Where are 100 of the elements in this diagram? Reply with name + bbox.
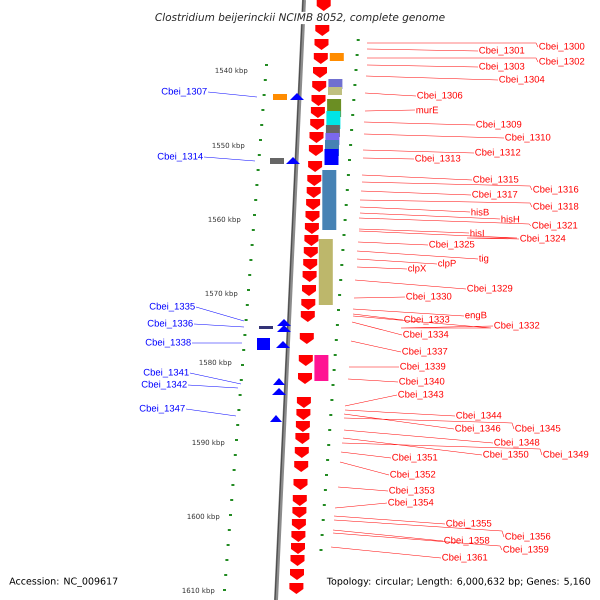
gene-label: clpP — [438, 260, 456, 268]
leader-line — [360, 206, 470, 212]
gene-label: Cbei_1346 — [455, 424, 500, 434]
leader-line — [190, 372, 242, 384]
leader-line — [364, 110, 416, 112]
leader-line — [344, 414, 454, 430]
leader-line — [362, 174, 472, 180]
gene-label: Cbei_1315 — [473, 176, 518, 184]
leader-line — [352, 308, 464, 316]
gene-label: Cbei_1348 — [494, 438, 540, 448]
leader-line — [344, 410, 456, 416]
gene-label: Cbei_1335 — [150, 302, 195, 312]
leader-line — [358, 228, 470, 234]
gene-label: Cbei_1356 — [505, 532, 550, 542]
gene-label: Cbei_1318 — [533, 202, 578, 212]
accession-text: Accession: NC_009617 — [9, 577, 118, 587]
gene-label: Cbei_1353 — [389, 486, 434, 496]
leader-line — [348, 366, 400, 368]
gene-label: murE — [416, 106, 438, 114]
leader-line — [208, 92, 258, 98]
gene-label: Cbei_1339 — [400, 362, 446, 372]
gene-label: Cbei_1312 — [475, 148, 520, 158]
gene-label: Cbei_1352 — [390, 470, 436, 480]
gene-label: Cbei_1307 — [162, 88, 207, 96]
gene-label: Cbei_1321 — [532, 222, 578, 230]
gene-label: Cbei_1340 — [399, 378, 444, 386]
gene-label: Cbei_1304 — [499, 76, 544, 84]
gene-label: Cbei_1349 — [543, 450, 588, 460]
leader-line — [196, 306, 244, 322]
gene-label: Cbei_1310 — [505, 134, 550, 142]
leader-line — [358, 242, 428, 246]
gene-label: Cbei_1301 — [479, 46, 524, 56]
gene-label: Cbei_1325 — [429, 240, 474, 250]
leader-line — [364, 92, 416, 96]
leader-line — [348, 378, 398, 382]
gene-label: Cbei_1359 — [503, 546, 548, 554]
gene-label: Cbei_1336 — [148, 320, 193, 328]
leader-line — [340, 452, 392, 458]
leader-line — [192, 342, 242, 344]
leader-line — [358, 218, 532, 226]
gene-label: tig — [478, 254, 488, 264]
gene-label: Cbei_1314 — [158, 152, 203, 162]
leader-line — [354, 280, 466, 290]
leader-line — [334, 516, 446, 524]
gene-label: Cbei_1309 — [476, 120, 522, 130]
gene-label: Cbei_1354 — [388, 498, 434, 508]
leader-line — [364, 134, 504, 138]
gene-label: Cbei_1338 — [146, 338, 191, 348]
gene-label: Cbei_1317 — [472, 190, 518, 200]
leader-line — [366, 64, 478, 68]
gene-label: Cbei_1303 — [479, 62, 524, 72]
gene-label: Cbei_1316 — [533, 186, 578, 194]
leader-line — [332, 530, 444, 542]
gene-label: Cbei_1332 — [494, 322, 540, 330]
gene-label: Cbei_1324 — [520, 234, 566, 244]
leader-line — [352, 322, 402, 336]
gene-label: Cbei_1334 — [403, 330, 448, 340]
gene-label: Cbei_1341 — [144, 368, 189, 378]
leader-line — [362, 150, 474, 154]
gene-label: Cbei_1313 — [415, 154, 460, 164]
gene-label: Cbei_1330 — [406, 292, 452, 302]
leader-line — [330, 546, 442, 558]
genome-info-text: Topology: circular; Length: 6,000,632 bp; Genes: 5,160 — [326, 577, 590, 587]
leader-line — [344, 394, 398, 406]
gene-label: hisI — [470, 230, 484, 236]
leader-line — [362, 182, 532, 190]
leader-line — [352, 314, 404, 320]
gene-label: Cbei_1350 — [483, 450, 528, 460]
gene-label: hisB — [471, 208, 489, 216]
leader-line — [364, 122, 476, 126]
leader-line — [186, 408, 236, 416]
gene-label: Cbei_1361 — [442, 554, 488, 562]
leader-line — [356, 258, 438, 264]
gene-label: Cbei_1342 — [142, 380, 187, 390]
leader-line — [360, 190, 472, 196]
leader-line — [344, 430, 494, 444]
gene-label: Cbei_1345 — [515, 424, 560, 434]
leader-line — [360, 212, 500, 220]
leader-line — [366, 42, 538, 48]
leader-line — [344, 418, 514, 430]
leader-line — [362, 158, 414, 160]
leader-line — [360, 200, 532, 208]
gene-label: engB — [465, 312, 486, 320]
leader-line — [356, 250, 478, 260]
gene-label: Cbei_1306 — [417, 92, 462, 100]
leader-line — [366, 48, 478, 52]
leader-line — [194, 324, 244, 328]
gene-label: Cbei_1300 — [539, 42, 584, 52]
leader-line — [350, 340, 402, 352]
gene-label: hisH — [501, 216, 520, 222]
gene-label: Cbei_1333 — [404, 316, 450, 324]
gene-label: Cbei_1355 — [446, 520, 492, 528]
leader-line — [342, 442, 542, 456]
leader-line — [334, 520, 504, 538]
gene-label: Cbei_1337 — [402, 348, 448, 356]
leader-line — [188, 384, 238, 388]
gene-label: Cbei_1344 — [456, 412, 502, 420]
leader-line — [204, 156, 256, 162]
gene-label: Cbei_1343 — [398, 390, 444, 400]
leader-line — [366, 76, 498, 80]
